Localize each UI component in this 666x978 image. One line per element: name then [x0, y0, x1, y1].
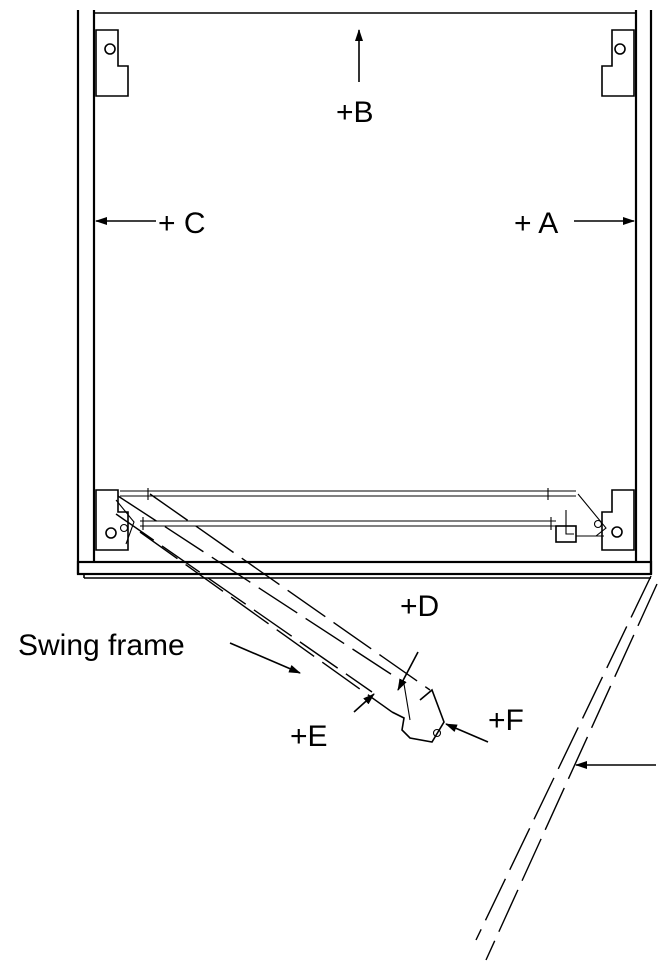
- bracket-top-left: [95, 29, 129, 97]
- label-d: +D: [400, 590, 439, 623]
- arrow-d: [397, 651, 419, 691]
- label-c: + C: [158, 207, 206, 240]
- arrow-f: [445, 723, 489, 743]
- label-a: + A: [514, 207, 558, 240]
- label-f: +F: [488, 704, 524, 737]
- arrow-swing-frame: [229, 642, 301, 674]
- label-e: +E: [290, 720, 328, 753]
- bottom-rails: [120, 488, 604, 543]
- label-b: +B: [336, 96, 374, 129]
- bracket-bottom-right: [577, 489, 635, 551]
- bracket-top-right: [601, 29, 635, 97]
- arrow-e: [353, 693, 375, 713]
- bracket-bottom-left: [95, 489, 135, 551]
- cabinet-frame: [76, 10, 653, 579]
- swing-frame: [115, 493, 445, 743]
- door-outline: [475, 575, 658, 961]
- label-swing-frame: Swing frame: [18, 629, 185, 662]
